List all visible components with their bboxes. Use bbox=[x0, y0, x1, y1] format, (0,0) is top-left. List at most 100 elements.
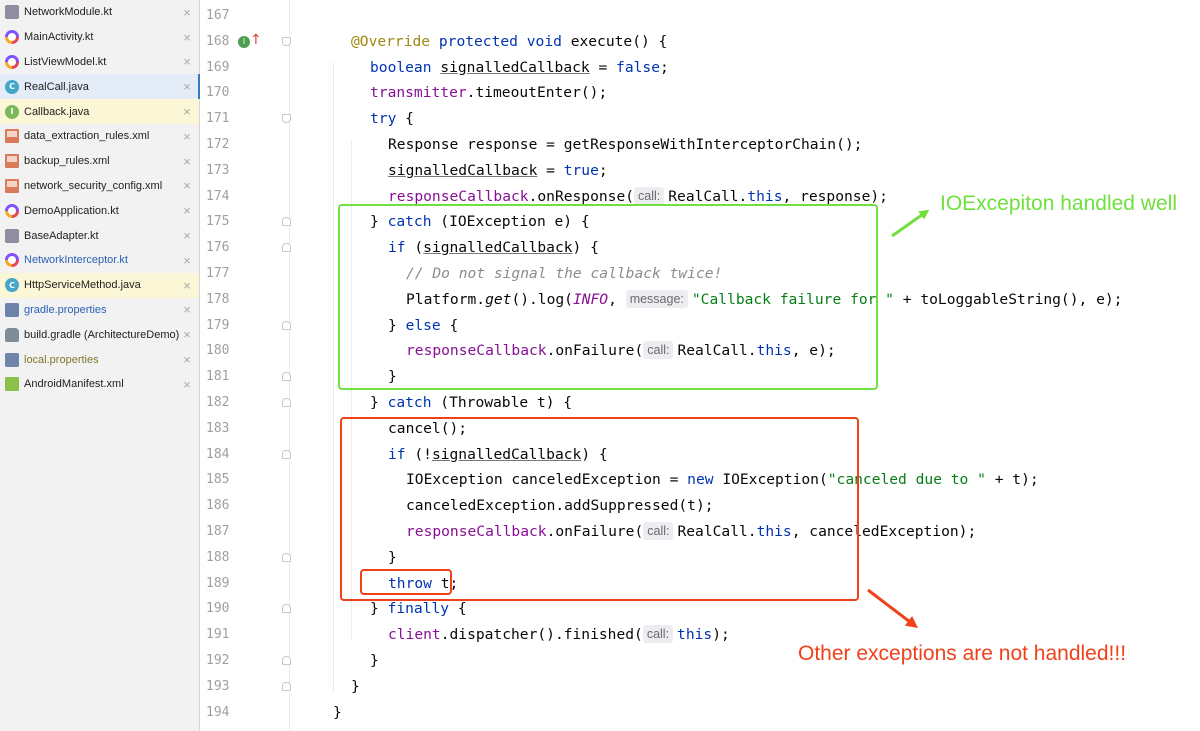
fold-toggle-icon[interactable] bbox=[282, 36, 291, 46]
code-line[interactable]: responseCallback.onResponse(call:RealCal… bbox=[388, 184, 888, 210]
code-line[interactable]: } finally { bbox=[370, 596, 467, 622]
code-line[interactable]: @Override protected void execute() { bbox=[351, 29, 667, 55]
fold-toggle-icon[interactable] bbox=[282, 552, 291, 562]
file-tab-item[interactable]: ListViewModel.kt× bbox=[0, 50, 199, 75]
code-token: } bbox=[351, 677, 360, 695]
code-token: get bbox=[485, 290, 512, 308]
close-icon[interactable]: × bbox=[183, 4, 191, 20]
code-line[interactable]: } bbox=[388, 364, 397, 390]
file-tab-item[interactable]: BaseAdapter.kt× bbox=[0, 223, 199, 248]
code-line[interactable]: signalledCallback = true; bbox=[388, 158, 608, 184]
file-tab-item[interactable]: data_extraction_rules.xml× bbox=[0, 124, 199, 149]
code-token: + toLoggableString(), e); bbox=[893, 290, 1123, 308]
code-line[interactable]: responseCallback.onFailure(call:RealCall… bbox=[406, 338, 836, 364]
line-number: 172 bbox=[206, 137, 230, 152]
file-tab-item[interactable]: gradle.properties× bbox=[0, 298, 199, 323]
file-tab-item[interactable]: AndroidManifest.xml× bbox=[0, 372, 199, 397]
fold-toggle-icon[interactable] bbox=[282, 681, 291, 691]
file-tab-item[interactable]: network_security_config.xml × bbox=[0, 174, 199, 199]
code-token: catch bbox=[387, 213, 432, 231]
code-line[interactable]: responseCallback.onFailure(call:RealCall… bbox=[406, 519, 976, 545]
kotlin-class-icon bbox=[5, 30, 19, 45]
code-line[interactable]: } else { bbox=[388, 313, 458, 339]
code-editor[interactable]: @Override protected void execute() {bool… bbox=[291, 0, 1200, 731]
code-token: signalledCallback bbox=[388, 161, 538, 179]
code-line[interactable]: boolean signalledCallback = false; bbox=[370, 55, 669, 81]
fold-toggle-icon[interactable] bbox=[282, 604, 291, 614]
fold-toggle-icon[interactable] bbox=[282, 114, 291, 124]
fold-toggle-icon[interactable] bbox=[282, 656, 291, 665]
xml-file-icon bbox=[5, 154, 19, 169]
fold-toggle-icon[interactable] bbox=[282, 398, 291, 407]
gutter-row: 174 bbox=[200, 184, 290, 210]
code-line[interactable]: cancel(); bbox=[388, 416, 467, 442]
code-line[interactable]: canceledException.addSuppressed(t); bbox=[406, 493, 714, 519]
gutter-row: 177 bbox=[200, 261, 290, 287]
xml-file-icon bbox=[5, 178, 19, 193]
file-tab-item[interactable]: build.gradle (ArchitectureDemo)× bbox=[0, 322, 199, 347]
close-icon[interactable]: × bbox=[183, 352, 191, 368]
code-line[interactable]: } bbox=[351, 674, 360, 700]
code-line[interactable]: } catch (IOException e) { bbox=[370, 209, 590, 235]
fold-toggle-icon[interactable] bbox=[282, 243, 291, 253]
code-token: RealCall. bbox=[668, 187, 748, 205]
code-line[interactable]: Response response = getResponseWithInter… bbox=[388, 132, 862, 158]
file-tab-item[interactable]: HttpServiceMethod.java× bbox=[0, 272, 199, 298]
code-line[interactable]: // Do not signal the callback twice! bbox=[406, 261, 722, 287]
gutter-row: 175 bbox=[200, 209, 291, 235]
close-icon[interactable]: × bbox=[183, 327, 191, 343]
gutter-row: 179 bbox=[200, 313, 291, 339]
fold-toggle-icon[interactable] bbox=[282, 320, 291, 330]
code-token: this bbox=[756, 342, 792, 360]
file-tab-item[interactable]: DemoApplication.kt× bbox=[0, 198, 199, 223]
code-token: } bbox=[370, 600, 388, 618]
go-to-super-arrow-icon[interactable]: ↑ bbox=[250, 31, 262, 48]
code-line[interactable]: } catch (Throwable t) { bbox=[370, 390, 572, 416]
code-line[interactable]: Platform.get().log(INFO, message:"Callba… bbox=[406, 287, 1122, 313]
code-line[interactable]: } bbox=[333, 700, 342, 726]
code-line[interactable]: throw t; bbox=[388, 571, 458, 597]
close-icon[interactable]: × bbox=[183, 228, 191, 244]
indent-guide bbox=[351, 140, 352, 640]
fold-toggle-icon[interactable] bbox=[282, 217, 291, 227]
throw-highlight-box bbox=[360, 569, 452, 595]
close-icon[interactable]: × bbox=[183, 277, 191, 293]
close-icon[interactable]: × bbox=[183, 153, 191, 169]
file-tab-item[interactable]: Callback.java× bbox=[0, 99, 199, 124]
code-line[interactable]: client.dispatcher().finished(call:this); bbox=[388, 622, 730, 648]
close-icon[interactable]: × bbox=[183, 203, 191, 219]
close-icon[interactable]: × bbox=[183, 128, 191, 144]
file-tab-item[interactable]: backup_rules.xml× bbox=[0, 149, 199, 174]
gutter-row: 191 bbox=[200, 622, 290, 648]
close-icon[interactable]: × bbox=[183, 178, 191, 194]
gutter-row: 178 bbox=[200, 287, 290, 313]
code-line[interactable]: transmitter.timeoutEnter(); bbox=[370, 80, 607, 106]
file-tab-item[interactable]: NetworkModule.kt× bbox=[0, 0, 199, 25]
close-icon[interactable]: × bbox=[183, 29, 191, 45]
code-token: .onResponse( bbox=[528, 187, 635, 205]
close-icon[interactable]: × bbox=[183, 79, 191, 95]
fold-toggle-icon[interactable] bbox=[282, 449, 291, 459]
file-tab-item[interactable]: RealCall.java× bbox=[0, 74, 200, 100]
implements-method-icon[interactable]: I bbox=[238, 35, 250, 48]
code-line[interactable]: } bbox=[388, 545, 397, 571]
file-name: network_security_config.xml bbox=[24, 179, 163, 192]
code-line[interactable]: if (!signalledCallback) { bbox=[388, 442, 608, 468]
code-token: transmitter bbox=[370, 84, 467, 102]
close-icon[interactable]: × bbox=[183, 376, 191, 392]
code-line[interactable]: } bbox=[370, 648, 379, 674]
file-tab-item[interactable]: local.properties× bbox=[0, 347, 199, 372]
file-tab-item[interactable]: MainActivity.kt× bbox=[0, 25, 199, 50]
close-icon[interactable]: × bbox=[183, 252, 191, 268]
line-number: 182 bbox=[206, 395, 230, 410]
code-token: signalledCallback bbox=[423, 239, 573, 257]
close-icon[interactable]: × bbox=[183, 54, 191, 70]
close-icon[interactable]: × bbox=[183, 302, 191, 318]
file-tab-item[interactable]: NetworkInterceptor.kt× bbox=[0, 248, 199, 273]
code-line[interactable]: if (signalledCallback) { bbox=[388, 235, 599, 261]
code-token: (! bbox=[405, 445, 432, 463]
code-line[interactable]: try { bbox=[370, 106, 414, 132]
close-icon[interactable]: × bbox=[183, 104, 191, 120]
code-line[interactable]: IOException canceledException = new IOEx… bbox=[406, 467, 1039, 493]
fold-toggle-icon[interactable] bbox=[282, 372, 291, 382]
